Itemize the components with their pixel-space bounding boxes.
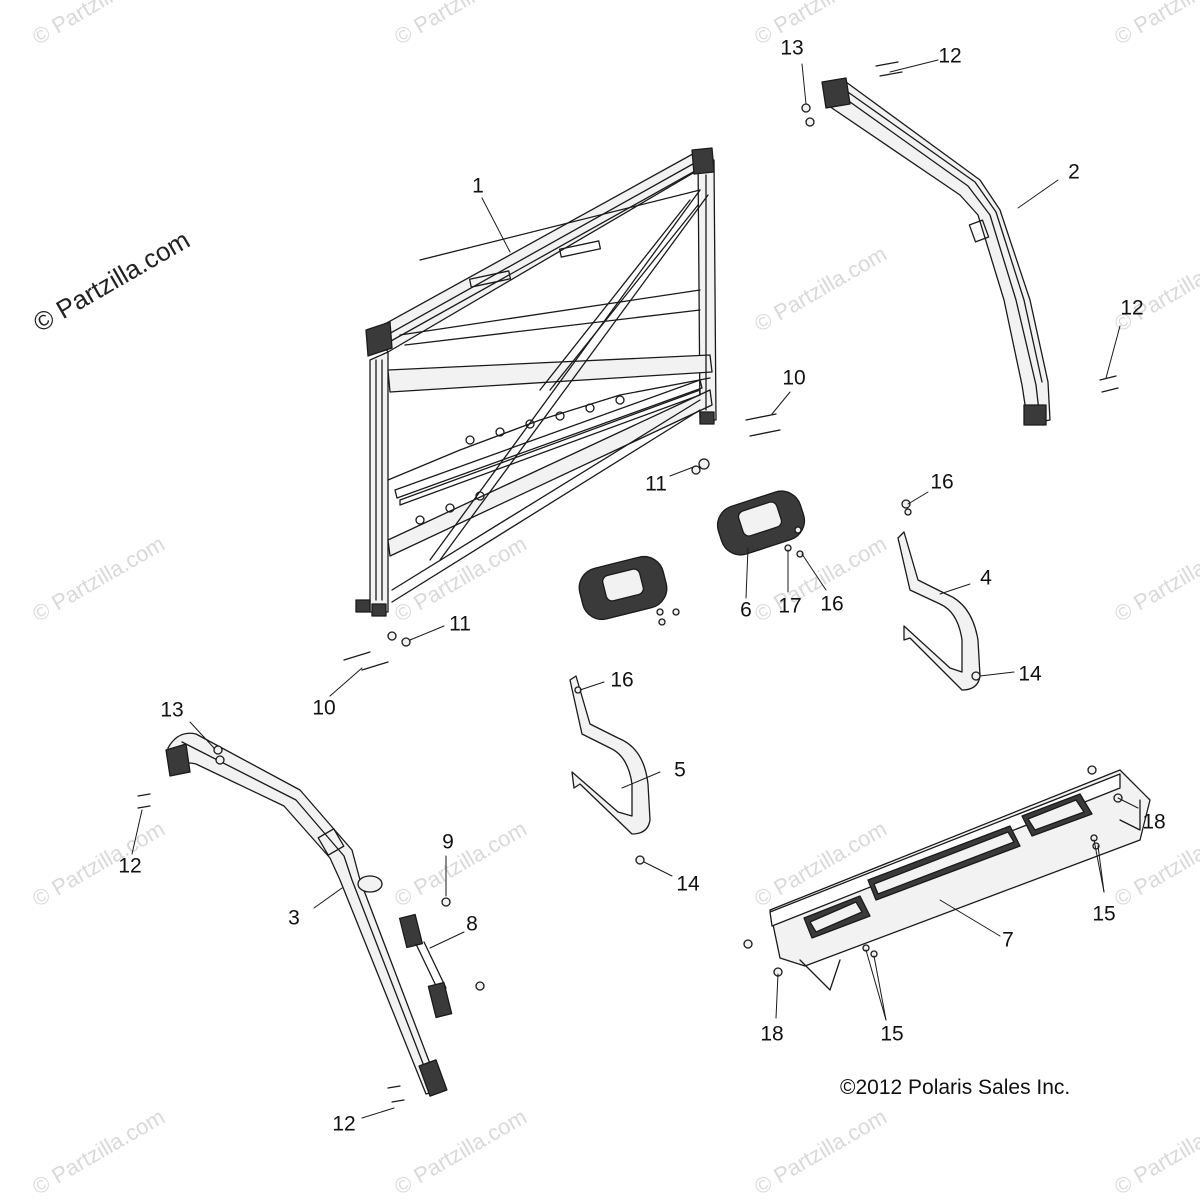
callout-part-5: 5 bbox=[674, 758, 686, 782]
callout-part-14: 14 bbox=[676, 872, 700, 896]
callout-part-6: 6 bbox=[740, 598, 752, 622]
callout-part-12: 12 bbox=[1120, 296, 1144, 320]
callout-part-1: 1 bbox=[472, 174, 484, 198]
callout-part-12: 12 bbox=[332, 1112, 356, 1136]
copyright-notice: ©2012 Polaris Sales Inc. bbox=[840, 1076, 1071, 1099]
callout-part-11: 11 bbox=[645, 472, 667, 496]
grab-handle-part-5 bbox=[569, 675, 651, 835]
rear-panel-part-7 bbox=[769, 769, 1151, 991]
strut-part-8 bbox=[398, 913, 453, 1019]
callout-part-11: 11 bbox=[449, 612, 471, 636]
callout-part-16: 16 bbox=[820, 592, 844, 616]
callout-part-10: 10 bbox=[782, 366, 806, 390]
callout-part-8: 8 bbox=[466, 912, 478, 936]
leader-lines bbox=[131, 59, 1139, 1119]
callout-part-16: 16 bbox=[930, 470, 954, 494]
roll-bar-part-2 bbox=[821, 77, 1051, 426]
callout-part-18: 18 bbox=[1142, 810, 1166, 834]
callout-part-4: 4 bbox=[980, 566, 992, 590]
callout-part-9: 9 bbox=[442, 830, 454, 854]
callout-part-13: 13 bbox=[160, 698, 184, 722]
callout-part-7: 7 bbox=[1002, 928, 1014, 952]
callout-part-18: 18 bbox=[760, 1022, 784, 1046]
callout-part-16: 16 bbox=[610, 668, 634, 692]
callout-part-2: 2 bbox=[1068, 160, 1080, 184]
callout-part-10: 10 bbox=[312, 696, 336, 720]
callout-part-12: 12 bbox=[938, 44, 962, 68]
grab-handle-part-4 bbox=[897, 531, 981, 691]
callout-part-12: 12 bbox=[118, 854, 142, 878]
callout-part-3: 3 bbox=[288, 906, 300, 930]
roll-bar-part-3 bbox=[165, 732, 448, 1097]
callout-part-13: 13 bbox=[780, 36, 804, 60]
reflector-part-6 bbox=[578, 490, 806, 621]
callout-part-15: 15 bbox=[880, 1022, 904, 1046]
callout-part-15: 15 bbox=[1092, 902, 1116, 926]
callout-part-14: 14 bbox=[1018, 662, 1042, 686]
callout-part-17: 17 bbox=[778, 594, 802, 618]
fasteners bbox=[137, 61, 1123, 1103]
rear-frame-part-1 bbox=[355, 147, 717, 617]
